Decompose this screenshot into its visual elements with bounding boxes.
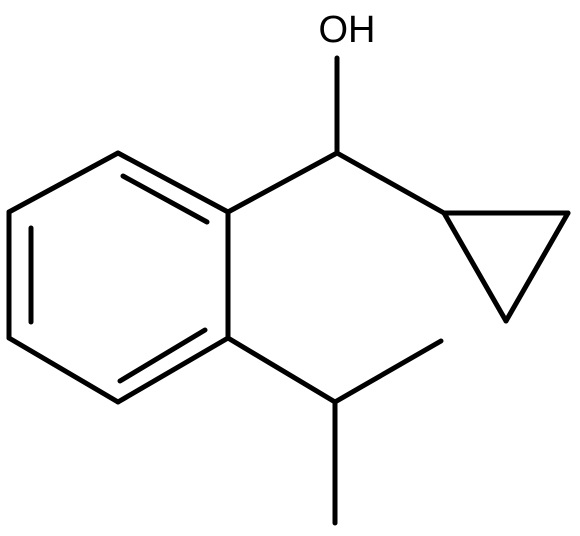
ring-bond-bottom-left <box>6 335 121 405</box>
bond-carbinol-to-cyclopropyl <box>334 150 447 216</box>
ring-double-bond-bottom <box>117 327 208 384</box>
carbinol-group <box>225 55 447 216</box>
ring-bond-top-left <box>6 150 121 215</box>
isopropyl-methyl-bond-upper <box>332 338 444 405</box>
hydroxyl-label: OH <box>319 9 376 51</box>
benzene-ring <box>6 150 231 405</box>
cyclopropyl-bond-left <box>441 210 509 324</box>
bond-ring-to-isopropyl <box>225 335 338 405</box>
cyclopropyl-ring <box>441 210 571 324</box>
ring-bond-bottom-right <box>115 335 231 405</box>
isopropyl-group <box>225 335 444 526</box>
ring-double-bond-top <box>120 173 210 225</box>
cyclopropyl-bond-right <box>503 210 571 324</box>
ring-bond-top-right <box>115 150 231 215</box>
bond-ring-to-carbinol <box>225 150 340 215</box>
